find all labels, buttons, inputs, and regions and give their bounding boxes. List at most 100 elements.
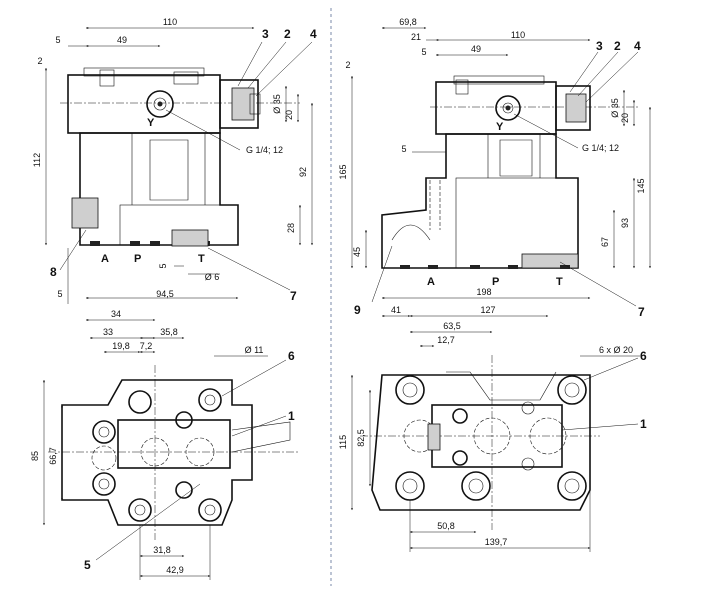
right-plan-view: 198 41 127 63,5 12,7 6 x Ø 20 115 82,5 5… xyxy=(338,287,647,552)
r-pin-bottom xyxy=(521,457,535,471)
dim-5-bottom: 5 xyxy=(57,289,62,299)
dim-35-8: 35,8 xyxy=(160,327,178,337)
dim-d11: Ø 11 xyxy=(245,345,264,355)
r-cartridge-knob xyxy=(565,93,587,123)
plan-bolt-br xyxy=(198,498,222,522)
callout-8: 8 xyxy=(50,265,57,279)
cartridge-cap xyxy=(249,93,261,115)
r-foot-2 xyxy=(428,265,438,269)
dim-28: 28 xyxy=(286,223,296,233)
r-foot-3 xyxy=(470,265,480,269)
dim-5-side: 5 xyxy=(158,263,168,268)
foot-1 xyxy=(90,241,100,246)
r-head-top-plate xyxy=(453,75,545,85)
r-leader-2 xyxy=(577,51,619,97)
body-web-lines xyxy=(131,133,206,205)
r-plan-outline xyxy=(371,374,591,511)
plan-center-body xyxy=(117,419,231,469)
left-front-view: 110 49 5 2 112 92 28 Ø 35 20 94,5 5 5 Ø … xyxy=(32,17,317,304)
valve-main-body xyxy=(79,132,239,246)
dim-7-2: 7,2 xyxy=(140,341,153,351)
plug-8 xyxy=(71,197,99,229)
valve-head-top-plate xyxy=(83,67,205,77)
r-bolt-bm xyxy=(461,471,491,501)
r-callout-9: 9 xyxy=(354,303,361,317)
plan-bolt-bm xyxy=(128,498,152,522)
adjust-cartridge xyxy=(219,79,259,129)
y-port-center xyxy=(157,101,163,107)
r-bolt-bl-inner xyxy=(402,478,418,494)
leader-4 xyxy=(255,41,313,97)
r-port-y: Y xyxy=(496,121,504,133)
r-head-screw-left xyxy=(455,79,469,95)
plan-bolt-tl xyxy=(92,420,116,444)
r-port-a-hole xyxy=(452,408,468,424)
r-port-t: T xyxy=(556,276,563,288)
body-inner-pocket xyxy=(149,139,189,201)
r-bolt-tl-inner xyxy=(402,382,418,398)
r-bolt-br-inner xyxy=(564,478,580,494)
y-port-boss xyxy=(146,90,174,118)
r-dim-110: 110 xyxy=(511,30,525,40)
dim-66-7: 66,7 xyxy=(48,447,58,465)
dim-31-8: 31,8 xyxy=(153,545,171,555)
head-screw-left xyxy=(99,69,115,87)
r-dim-93: 93 xyxy=(620,218,630,228)
r-dim-2: 2 xyxy=(345,60,350,70)
leader-7 xyxy=(207,247,291,291)
foot-3 xyxy=(150,241,160,246)
plan-cartridge-stub xyxy=(231,421,291,453)
r-port-t-plan xyxy=(529,417,567,455)
leader-2 xyxy=(247,41,287,89)
r-foot-4 xyxy=(508,265,518,269)
callout-3: 3 xyxy=(262,27,269,41)
r-dim-21: 21 xyxy=(411,32,421,42)
callout-7: 7 xyxy=(290,289,297,303)
dim-42-9: 42,9 xyxy=(166,565,184,575)
plan-port-t xyxy=(185,437,215,467)
r-dim-145: 145 xyxy=(636,178,646,193)
r-port-p-plan xyxy=(473,417,511,455)
r-dim-198: 198 xyxy=(476,287,491,297)
head-screw-right xyxy=(173,71,199,85)
plan-bolt-tr xyxy=(198,388,222,412)
r-plan-top-notch xyxy=(446,371,557,401)
r-dim-41: 41 xyxy=(391,305,401,315)
dim-34: 34 xyxy=(111,309,121,319)
r-port-p: P xyxy=(492,276,499,288)
r-foot-5 xyxy=(560,265,570,269)
dim-d6: Ø 6 xyxy=(205,272,220,282)
dim-92: 92 xyxy=(298,167,308,177)
port-p: P xyxy=(134,253,141,265)
r-y-port-boss xyxy=(495,95,521,121)
thread-label: G 1/4; 12 xyxy=(246,145,283,155)
leader-3 xyxy=(237,41,263,87)
plan-bolt-bl xyxy=(92,472,116,496)
t-port-boss xyxy=(171,229,209,247)
r-dim-165: 165 xyxy=(338,164,348,179)
r-dim-69-8: 69,8 xyxy=(399,17,417,27)
callout-5: 5 xyxy=(84,558,91,572)
r-bolt-bm-inner xyxy=(468,478,484,494)
right-front-view: 69,8 21 110 49 5 2 165 45 145 93 67 Ø 35… xyxy=(338,17,651,319)
dim-49: 49 xyxy=(117,35,127,45)
r-dim-6x20: 6 x Ø 20 xyxy=(599,345,633,355)
r-bolt-tl xyxy=(395,375,425,405)
r-boss-arc xyxy=(391,224,431,241)
r-bolt-bl xyxy=(395,471,425,501)
r-dim-67: 67 xyxy=(600,237,610,247)
r-body-web xyxy=(487,134,541,178)
r-port-b-hole xyxy=(452,450,468,466)
r-y-port-hole xyxy=(502,102,514,114)
r-bolt-tr-inner xyxy=(564,382,580,398)
dim-112: 112 xyxy=(32,153,42,167)
r-leader-7 xyxy=(559,261,637,307)
callout-2: 2 xyxy=(284,27,291,41)
r-leader-9 xyxy=(371,245,393,303)
r-dim-63-5: 63,5 xyxy=(443,321,461,331)
plan-bolt-bl-inner xyxy=(98,478,110,490)
r-callout-7: 7 xyxy=(638,305,645,319)
dim-110: 110 xyxy=(163,17,177,27)
leader-8 xyxy=(59,229,87,271)
